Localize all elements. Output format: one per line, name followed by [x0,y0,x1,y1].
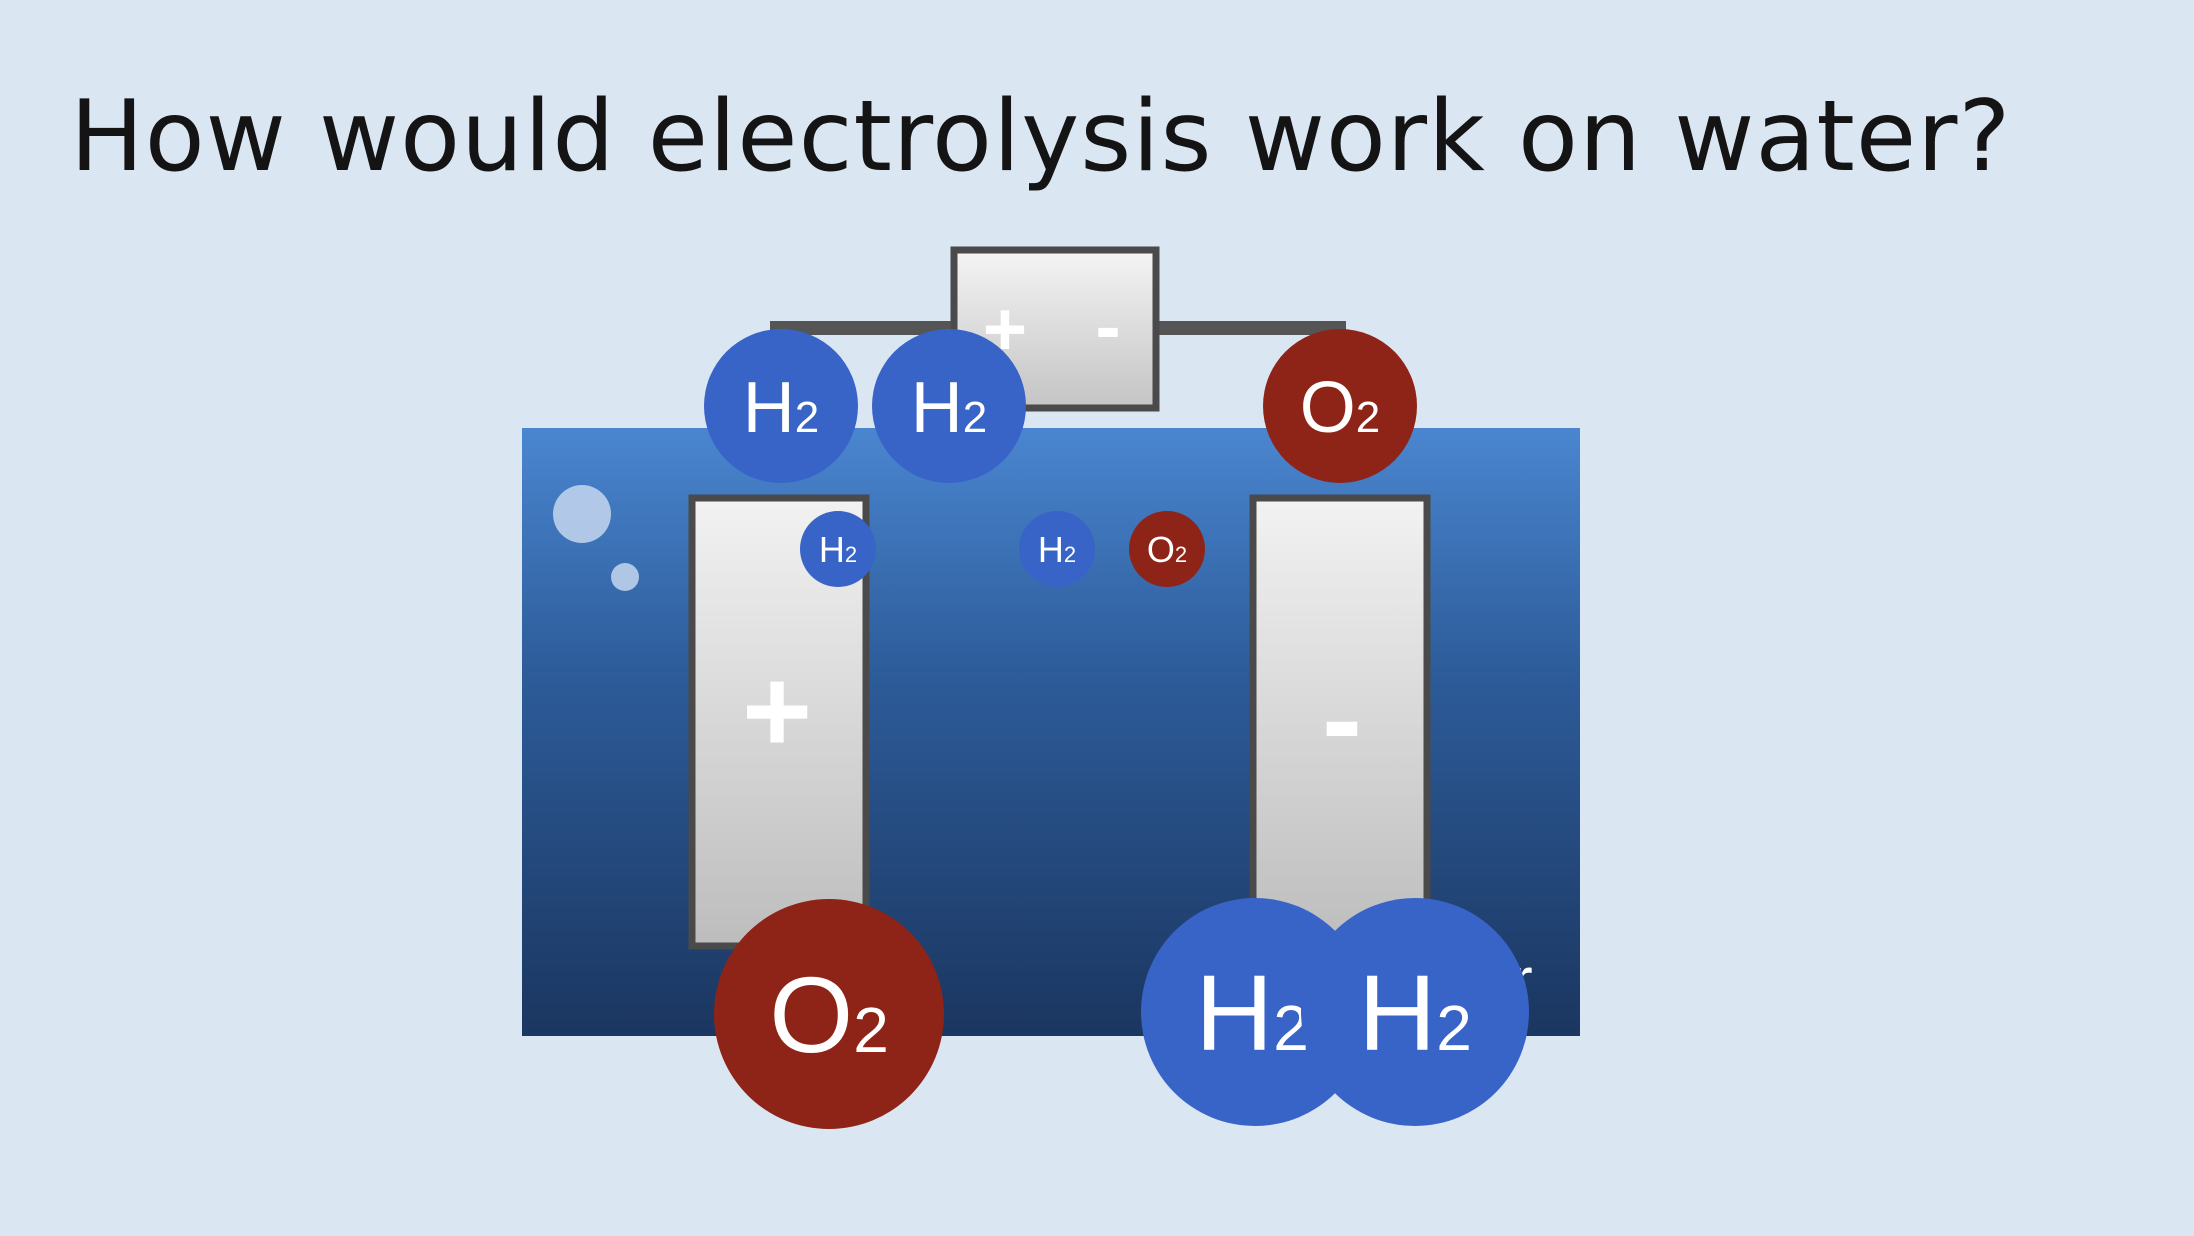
oxygen-molecule-large: O2 [714,899,944,1129]
hydrogen-molecule-large-partial: H2 [1141,898,1369,1126]
power-source: + - [950,246,1160,412]
svg-text:H2: H2 [819,529,857,570]
anode-sign: + [742,644,812,778]
svg-text:H2: H2 [1038,529,1076,570]
hydrogen-molecule-large: H2 [1301,898,1529,1126]
power-source-negative-sign: - [1095,284,1120,369]
cathode-sign: - [1322,652,1362,786]
bubble [553,485,611,543]
hydrogen-molecule: H2 [704,329,858,483]
svg-text:O2: O2 [1300,368,1381,448]
svg-text:H2: H2 [1358,952,1472,1073]
hydrogen-molecule-small: H2 [1019,511,1095,587]
hydrogen-molecule-small: H2 [800,511,876,587]
bubble [611,563,639,591]
svg-text:O2: O2 [1147,529,1187,570]
cathode-electrode: - [1249,494,1431,950]
oxygen-molecule: O2 [1263,329,1417,483]
svg-text:H2: H2 [743,368,819,448]
slide-title: How would electrolysis work on water? [70,80,2012,194]
oxygen-molecule-small: O2 [1129,511,1205,587]
svg-text:O2: O2 [769,954,889,1075]
hydrogen-molecule: H2 [872,329,1026,483]
svg-text:H2: H2 [911,368,987,448]
